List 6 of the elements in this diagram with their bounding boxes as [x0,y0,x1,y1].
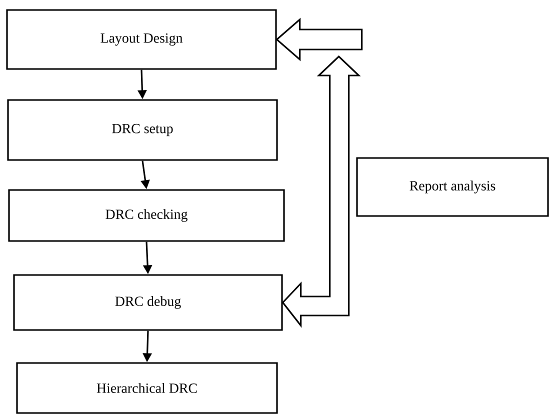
process-box: Hierarchical DRC [16,362,278,414]
process-box: DRC checking [8,189,285,242]
process-box: DRC setup [7,99,278,161]
process-box: Layout Design [6,9,277,70]
process-box: Report analysis [356,157,549,217]
process-box: DRC debug [13,274,283,331]
